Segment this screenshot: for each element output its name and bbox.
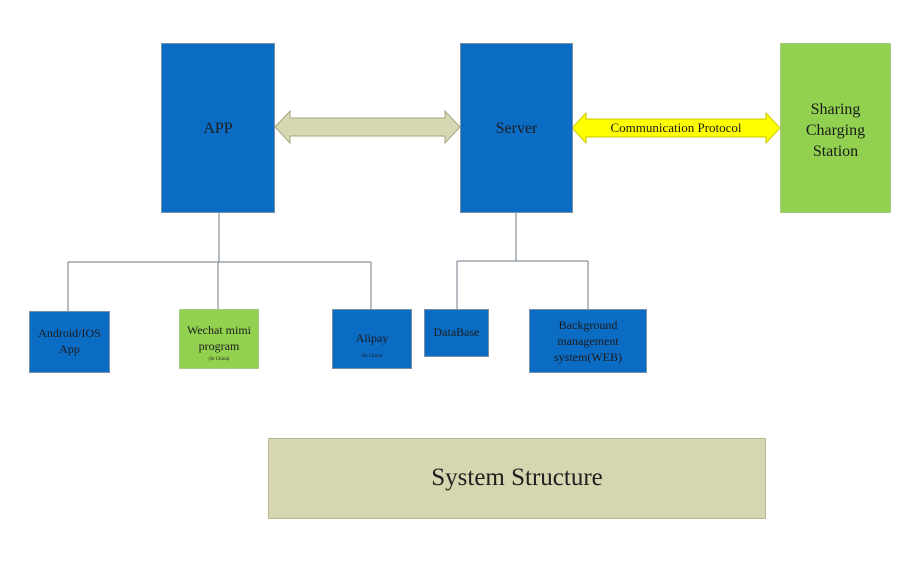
android-ios-app-label: Android/IOS App bbox=[38, 326, 101, 356]
communication-protocol-label: Communication Protocol bbox=[610, 120, 742, 135]
caption-box: System Structure bbox=[268, 438, 766, 519]
wechat-mini-program-node: Wechat mimi program (In China) bbox=[179, 309, 259, 369]
alipay-node: Alipay (In China) bbox=[332, 309, 412, 369]
background-management-node: Background management system(WEB) bbox=[529, 309, 647, 373]
sharing-charging-station-node: Sharing Charging Station bbox=[780, 43, 891, 213]
server-node: Server bbox=[460, 43, 573, 213]
wechat-mini-program-label: Wechat mimi program bbox=[186, 323, 251, 353]
android-ios-app-node: Android/IOS App bbox=[29, 311, 110, 373]
database-node: DataBase bbox=[424, 309, 489, 357]
caption-title: System Structure bbox=[431, 464, 603, 491]
alipay-region-note: (In China) bbox=[361, 354, 383, 359]
background-management-label: Background management system(WEB) bbox=[554, 318, 622, 364]
server-label: Server bbox=[495, 120, 538, 137]
sharing-charging-station-label: Sharing Charging Station bbox=[805, 101, 866, 160]
database-label: DataBase bbox=[433, 325, 480, 339]
app-node: APP bbox=[161, 43, 275, 213]
alipay-label: Alipay bbox=[355, 331, 389, 345]
wechat-region-note: (In China) bbox=[208, 357, 230, 362]
app-label: APP bbox=[203, 120, 233, 137]
app-server-arrow bbox=[274, 109, 461, 145]
